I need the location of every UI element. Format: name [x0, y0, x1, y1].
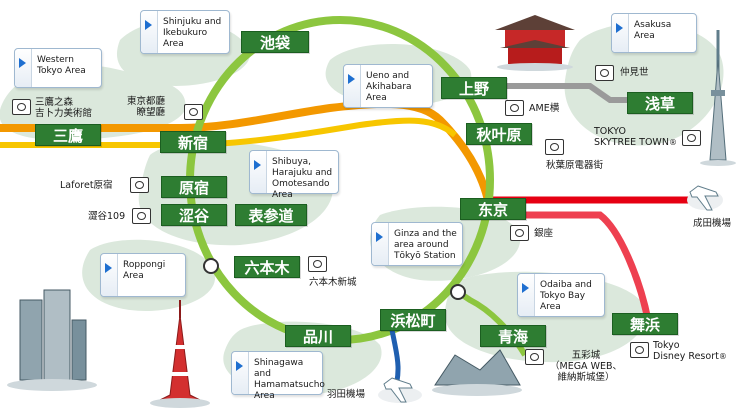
area-card-asakusa[interactable]: Asakusa Area: [611, 13, 697, 53]
temple-icon: [495, 15, 575, 71]
play-arrow-icon: [376, 232, 383, 242]
camera-icon: [184, 104, 203, 120]
poi-shibuya109[interactable]: 澀谷109: [88, 211, 126, 222]
area-card-shinjuku-ikebukuro[interactable]: Shinjuku and Ikebukuro Area: [140, 10, 230, 54]
station-maihama[interactable]: 舞浜: [612, 313, 678, 335]
station-ikebukuro[interactable]: 池袋: [241, 31, 309, 53]
play-arrow-icon: [616, 23, 623, 33]
area-card-ginza[interactable]: Ginza and the area around Tōkyō Station: [371, 222, 463, 266]
keiyo-line: [490, 211, 652, 321]
area-card-odaiba[interactable]: Odaiba and Tokyo Bay Area: [517, 273, 605, 317]
station-tokyo[interactable]: 东京: [460, 198, 526, 220]
airplane-icon: [378, 377, 422, 403]
station-ueno[interactable]: 上野: [441, 77, 507, 99]
play-arrow-icon: [145, 20, 152, 30]
ginza-metro-line: [500, 83, 640, 103]
station-akihabara[interactable]: 秋叶原: [466, 123, 532, 145]
poi-nakamise[interactable]: 仲見世: [620, 67, 649, 78]
poi-ginza[interactable]: 銀座: [534, 228, 554, 239]
camera-icon: [510, 225, 529, 241]
station-harajuku[interactable]: 原宿: [161, 176, 227, 198]
poi-skytree-town[interactable]: TOKYO SKYTREE TOWN®: [594, 126, 677, 148]
station-hamamatsucho[interactable]: 浜松町: [380, 309, 446, 331]
poi-tokyo-disney-resort[interactable]: Tokyo Disney Resort®: [653, 340, 727, 362]
poi-palette-town[interactable]: 五彩城 （MEGA WEB、 維納斯城堡）: [550, 350, 622, 383]
tokyo-tower-icon: [150, 300, 210, 408]
area-card-shinagawa[interactable]: Shinagawa and Hamamatsucho Area: [231, 351, 325, 401]
camera-icon: [308, 256, 327, 272]
play-arrow-icon: [522, 283, 529, 293]
play-arrow-icon: [19, 58, 26, 68]
station-shibuya[interactable]: 涩谷: [161, 204, 227, 226]
camera-icon: [595, 65, 614, 81]
poi-ghibli-museum[interactable]: 三鷹之森 吉卜力美術館: [35, 97, 93, 119]
skytree-icon: [700, 30, 736, 166]
area-card-roppongi[interactable]: Roppongi Area: [100, 253, 186, 297]
camera-icon: [545, 139, 564, 155]
registered-icon: ®: [718, 352, 727, 361]
station-mitaka[interactable]: 三鷹: [35, 124, 101, 146]
area-card-shibuya[interactable]: Shibuya, Harajuku and Omotesando Area: [249, 150, 339, 200]
station-aomi[interactable]: 青海: [480, 325, 546, 347]
poi-akihabara-electric-town[interactable]: 秋葉原電器街: [546, 160, 604, 171]
skyscraper-icon: [7, 289, 97, 391]
roppongi-transfer: [203, 258, 219, 274]
camera-icon: [525, 349, 544, 365]
area-card-western-tokyo[interactable]: Western Tokyo Area: [14, 48, 102, 88]
camera-icon: [682, 130, 701, 146]
camera-icon: [132, 208, 151, 224]
play-arrow-icon: [105, 263, 112, 273]
camera-icon: [130, 177, 149, 193]
station-shinagawa[interactable]: 品川: [285, 325, 351, 347]
play-arrow-icon: [254, 160, 261, 170]
registered-icon: ®: [668, 138, 677, 147]
poi-haneda-airport[interactable]: 羽田機場: [327, 389, 366, 400]
station-asakusa[interactable]: 浅草: [627, 92, 693, 114]
big-sight-icon: [432, 349, 522, 396]
hamamatsucho-transfer: [450, 284, 466, 300]
poi-ameyoko[interactable]: AME横: [529, 103, 560, 114]
camera-icon: [630, 342, 649, 358]
camera-icon: [12, 99, 31, 115]
poi-roppongi-hills[interactable]: 六本木新城: [309, 277, 357, 288]
play-arrow-icon: [348, 74, 355, 84]
poi-narita-airport[interactable]: 成田機場: [693, 218, 732, 229]
area-card-ueno-akihabara[interactable]: Ueno and Akihabara Area: [343, 64, 433, 108]
station-omotesando[interactable]: 表参道: [235, 204, 307, 226]
camera-icon: [505, 100, 524, 116]
station-shinjuku[interactable]: 新宿: [160, 131, 226, 153]
play-arrow-icon: [236, 361, 243, 371]
poi-metropolitan-govt[interactable]: 東京都廳 瞭望廳: [127, 96, 166, 118]
poi-laforet[interactable]: Laforet原宿: [60, 180, 113, 191]
airplane-icon: [687, 185, 723, 211]
station-roppongi[interactable]: 六本木: [234, 256, 300, 278]
